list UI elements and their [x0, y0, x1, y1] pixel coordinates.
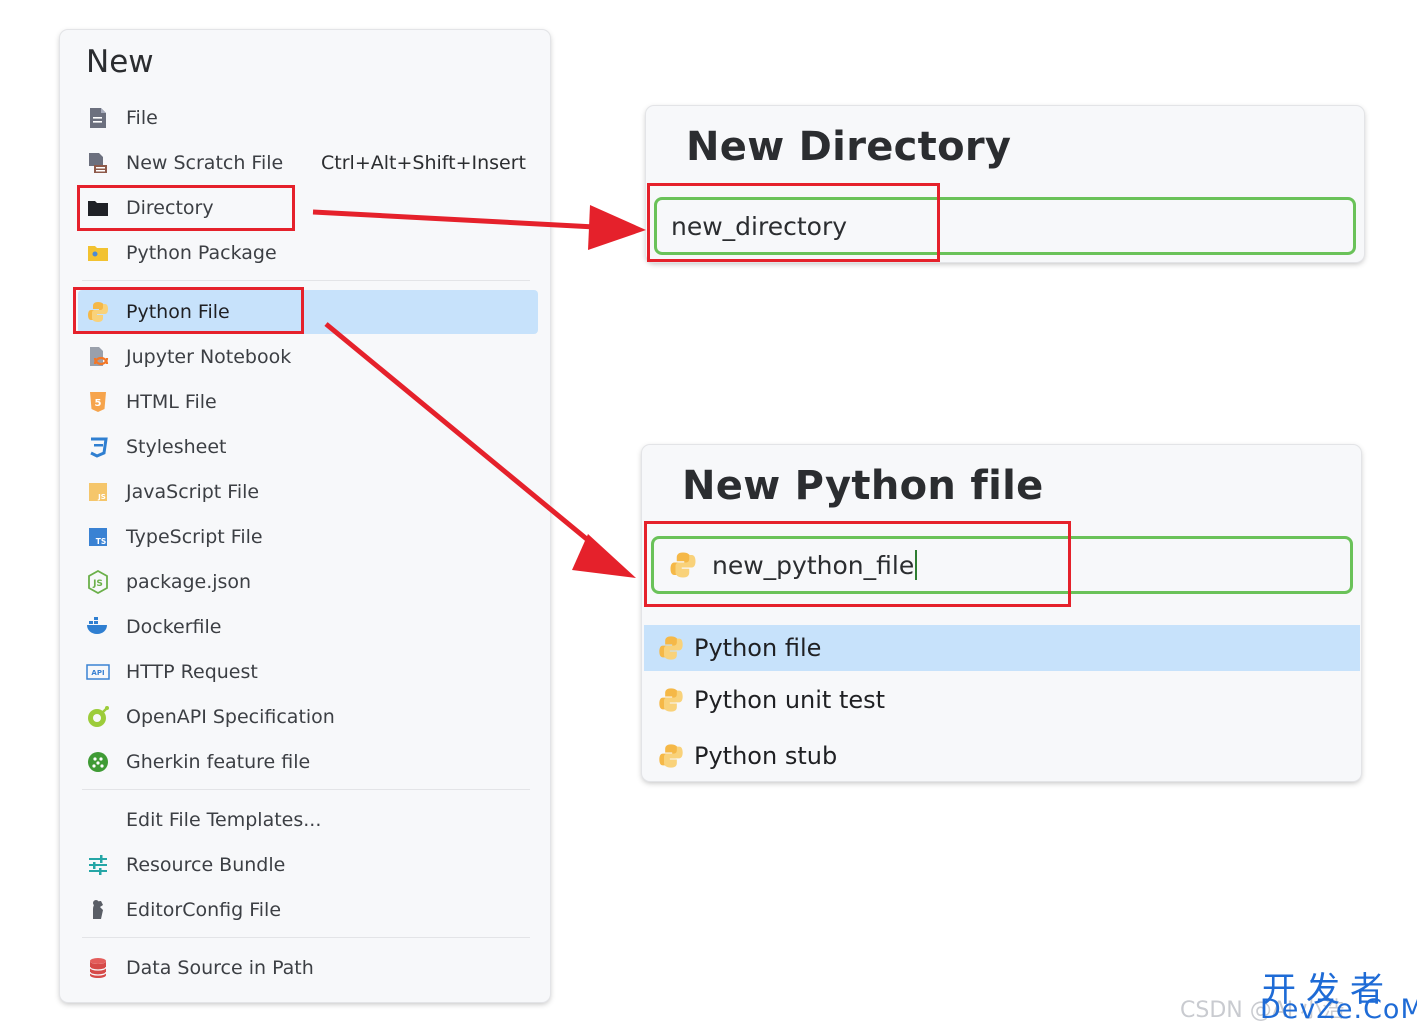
menu-item-editorconfig-file[interactable]: EditorConfig File: [78, 890, 538, 930]
menu-separator: [82, 280, 530, 281]
docker-icon: [86, 615, 110, 639]
option-label: Python file: [694, 634, 822, 662]
folder-icon: [86, 196, 110, 220]
python-package-icon: [86, 241, 110, 265]
python-file-name-input[interactable]: new_python_file: [651, 536, 1353, 594]
file-icon: [86, 106, 110, 130]
menu-item-python-file[interactable]: Python File: [78, 290, 538, 334]
annotation-box-python-input: [644, 521, 1071, 607]
menu-item-label: Directory: [126, 197, 214, 219]
directory-name-input[interactable]: new_directory: [654, 197, 1356, 255]
svg-text:5: 5: [95, 398, 102, 409]
menu-item-label: Gherkin feature file: [126, 751, 311, 773]
menu-item-python-package[interactable]: Python Package: [78, 233, 538, 273]
menu-item-file[interactable]: File: [78, 98, 538, 138]
menu-item-stylesheet[interactable]: Stylesheet: [78, 427, 538, 467]
menu-separator: [82, 937, 530, 938]
javascript-icon: JS: [86, 480, 110, 504]
svg-text:TS: TS: [96, 537, 107, 546]
option-python-file[interactable]: Python file: [644, 625, 1360, 671]
python-icon: [668, 550, 698, 580]
html5-icon: 5: [86, 390, 110, 414]
menu-item-label: File: [126, 107, 158, 129]
menu-item-directory[interactable]: Directory: [78, 188, 538, 228]
menu-item-openapi-specification[interactable]: OpenAPI Specification: [78, 697, 538, 737]
menu-item-javascript-file[interactable]: JS JavaScript File: [78, 472, 538, 512]
text-caret: [915, 550, 918, 580]
svg-text:JS: JS: [92, 579, 103, 589]
cucumber-icon: [86, 750, 110, 774]
arrow-python-file: [324, 322, 636, 578]
python-icon: [656, 633, 686, 663]
input-value: new_directory: [671, 211, 848, 241]
annotation-box-python-file: [73, 287, 304, 334]
database-icon: [86, 956, 110, 980]
resource-bundle-icon: [86, 853, 110, 877]
menu-item-label: JavaScript File: [126, 481, 260, 503]
menu-item-label: Edit File Templates...: [126, 809, 322, 831]
menu-item-label: package.json: [126, 571, 252, 593]
openapi-icon: [86, 705, 110, 729]
jupyter-icon: [86, 345, 110, 369]
menu-item-shortcut: Ctrl+Alt+Shift+Insert: [321, 152, 526, 174]
menu-title: New: [86, 44, 154, 80]
option-python-stub[interactable]: Python stub: [644, 733, 1360, 779]
nodejs-icon: JS: [86, 570, 110, 594]
dialog-title: New Directory: [686, 124, 1012, 170]
menu-item-new-scratch-file[interactable]: New Scratch File Ctrl+Alt+Shift+Insert: [78, 143, 538, 183]
annotation-box-directory: [77, 185, 295, 231]
svg-text:API: API: [91, 669, 104, 677]
menu-item-label: Jupyter Notebook: [126, 346, 292, 368]
menu-item-label: OpenAPI Specification: [126, 706, 335, 728]
menu-item-label: Resource Bundle: [126, 854, 286, 876]
menu-item-dockerfile[interactable]: Dockerfile: [78, 607, 538, 647]
new-python-file-dialog: New Python file new_python_file Python f…: [642, 445, 1361, 781]
menu-item-resource-bundle[interactable]: Resource Bundle: [78, 845, 538, 885]
option-label: Python unit test: [694, 686, 886, 714]
arrow-directory: [312, 205, 646, 250]
menu-item-label: Data Source in Path: [126, 957, 314, 979]
api-icon: API: [86, 660, 110, 684]
annotation-box-directory-input: [647, 183, 940, 262]
new-popup-menu: New File New Scratch File Ctrl+Alt+Shift…: [60, 30, 550, 1002]
watermark-csdn: CSDN @AI 小浩: [1180, 998, 1345, 1023]
menu-item-label: New Scratch File: [126, 152, 284, 174]
menu-item-edit-file-templates[interactable]: Edit File Templates...: [78, 800, 538, 840]
menu-separator: [82, 789, 530, 790]
input-value: new_python_file: [712, 550, 915, 580]
menu-item-http-request[interactable]: API HTTP Request: [78, 652, 538, 692]
menu-item-typescript-file[interactable]: TS TypeScript File: [78, 517, 538, 557]
python-icon: [86, 300, 110, 324]
menu-item-label: Python File: [126, 301, 230, 323]
css3-icon: [86, 435, 110, 459]
scratch-file-icon: [86, 151, 110, 175]
watermark-brand-cn: 开发者: [1262, 970, 1394, 1010]
editorconfig-icon: [86, 898, 110, 922]
option-python-unit-test[interactable]: Python unit test: [644, 677, 1360, 723]
watermark-brand-en: DevZe.CoM: [1260, 994, 1417, 1025]
typescript-icon: TS: [86, 525, 110, 549]
menu-item-gherkin-feature-file[interactable]: Gherkin feature file: [78, 742, 538, 782]
python-icon: [656, 741, 686, 771]
menu-item-label: TypeScript File: [126, 526, 263, 548]
menu-item-jupyter-notebook[interactable]: Jupyter Notebook: [78, 337, 538, 377]
menu-item-html-file[interactable]: 5 HTML File: [78, 382, 538, 422]
menu-item-label: EditorConfig File: [126, 899, 282, 921]
menu-item-data-source-in-path[interactable]: Data Source in Path: [78, 948, 538, 988]
option-label: Python stub: [694, 742, 838, 770]
menu-item-label: Stylesheet: [126, 436, 227, 458]
menu-item-label: HTML File: [126, 391, 217, 413]
menu-item-label: HTTP Request: [126, 661, 258, 683]
dialog-title: New Python file: [682, 463, 1044, 509]
svg-text:JS: JS: [97, 493, 106, 501]
menu-item-package-json[interactable]: JS package.json: [78, 562, 538, 602]
python-icon: [656, 685, 686, 715]
menu-item-label: Python Package: [126, 242, 277, 264]
menu-item-label: Dockerfile: [126, 616, 222, 638]
